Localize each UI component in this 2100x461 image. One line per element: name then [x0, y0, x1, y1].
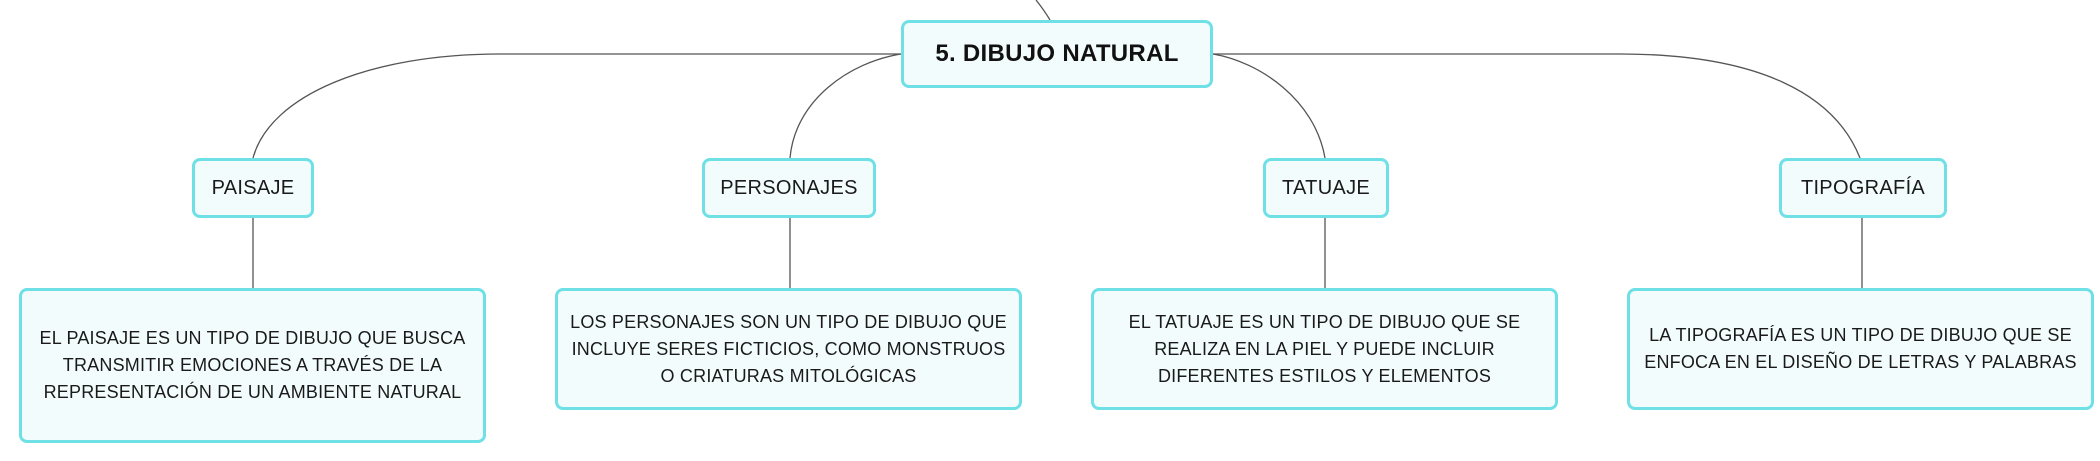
topic-node-personajes[interactable]: PERSONAJES — [702, 158, 876, 218]
description-node-paisaje[interactable]: EL PAISAJE ES UN TIPO DE DIBUJO QUE BUSC… — [19, 288, 486, 443]
connector-root-tipografia — [1213, 53, 1861, 159]
topic-node-tatuaje[interactable]: TATUAJE — [1263, 158, 1389, 218]
parent-connector — [1035, 0, 1051, 21]
topic-node-tipografia[interactable]: TIPOGRAFÍA — [1779, 158, 1947, 218]
connector-root-paisaje — [252, 53, 901, 159]
root-node[interactable]: 5. DIBUJO NATURAL — [901, 20, 1213, 88]
connector-root-personajes — [789, 53, 902, 159]
description-node-tipografia[interactable]: LA TIPOGRAFÍA ES UN TIPO DE DIBUJO QUE S… — [1627, 288, 2094, 410]
description-node-tatuaje[interactable]: EL TATUAJE ES UN TIPO DE DIBUJO QUE SE R… — [1091, 288, 1558, 410]
connector-root-tatuaje — [1212, 53, 1326, 159]
description-node-personajes[interactable]: LOS PERSONAJES SON UN TIPO DE DIBUJO QUE… — [555, 288, 1022, 410]
topic-node-paisaje[interactable]: PAISAJE — [192, 158, 314, 218]
